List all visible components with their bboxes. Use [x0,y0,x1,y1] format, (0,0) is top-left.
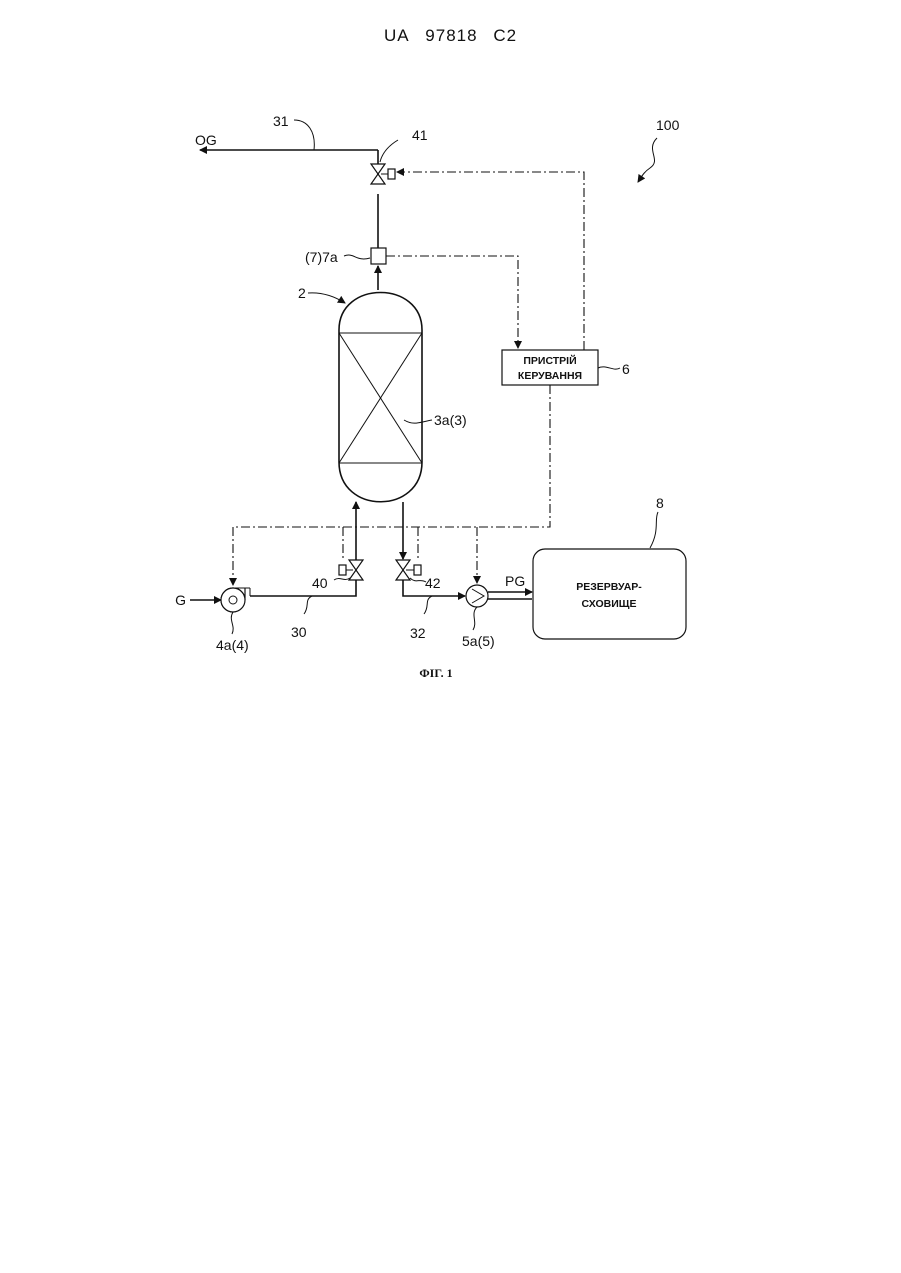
label-100: 100 [656,117,680,133]
leader-3a [404,420,432,423]
leader-7a [344,255,370,259]
leader-5a [473,607,477,630]
leader-31 [294,120,314,150]
label-2: 2 [298,285,306,301]
pump-5a [466,585,488,607]
label-4a: 4a(4) [216,637,249,653]
label-30: 30 [291,624,307,640]
leader-2 [308,293,345,303]
adsorption-vessel-2 [339,293,422,502]
label-7a: (7)7a [305,249,338,265]
valve-40 [339,560,363,580]
label-pg: PG [505,573,525,589]
label-3a: 3a(3) [434,412,467,428]
label-41: 41 [412,127,428,143]
storage-tank-label-1: РЕЗЕРВУАР- [576,581,642,593]
label-40: 40 [312,575,328,591]
blower-4a [221,588,250,612]
sensor-7a [371,248,386,264]
label-32: 32 [410,625,426,641]
label-42: 42 [425,575,441,591]
valve-41 [371,164,395,184]
signal-control-bus [233,385,550,527]
leader-41 [380,140,398,162]
leader-100 [638,138,657,182]
signal-control-to-valve41 [397,172,584,350]
leader-30 [304,596,312,614]
label-5a: 5a(5) [462,633,495,649]
label-6: 6 [622,361,630,377]
control-device-label-1: ПРИСТРІЙ [523,354,576,367]
label-og: OG [195,132,217,148]
pipe-30 [250,580,356,596]
figure-caption: ФІГ. 1 [419,666,452,680]
storage-tank-label-2: СХОВИЩЕ [582,598,637,610]
storage-tank-8: РЕЗЕРВУАР- СХОВИЩЕ [533,549,686,639]
leader-42 [410,578,426,582]
signal-sensor-to-control [386,256,518,348]
leader-32 [424,596,432,614]
leader-6 [598,367,620,369]
label-8: 8 [656,495,664,511]
leader-4a [231,612,233,634]
leader-8 [650,512,658,548]
control-device-6: ПРИСТРІЙ КЕРУВАННЯ [502,350,598,385]
valve-42 [396,560,421,580]
control-device-label-2: КЕРУВАННЯ [518,370,582,382]
label-31: 31 [273,113,289,129]
leader-40 [334,578,350,580]
label-g: G [175,592,186,608]
